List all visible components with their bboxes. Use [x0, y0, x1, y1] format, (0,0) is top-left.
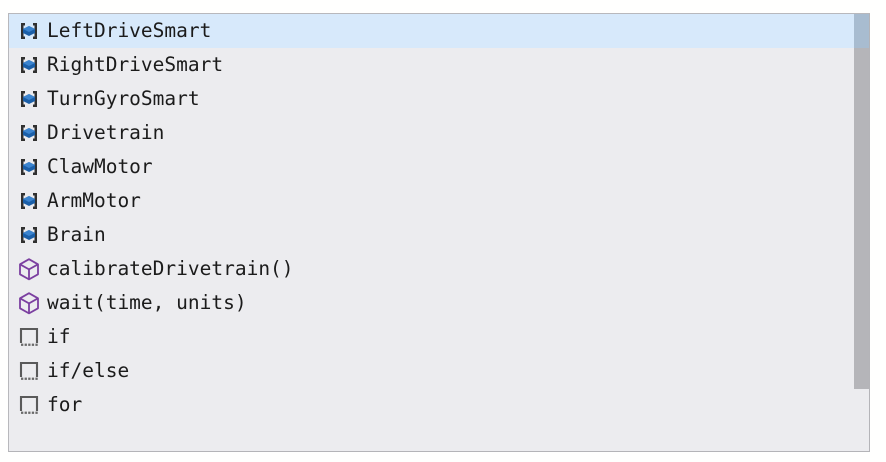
dotted-square-block-icon [16, 358, 42, 384]
dotted-square-block-icon [16, 392, 42, 418]
block-list-item-label: ClawMotor [47, 155, 153, 179]
block-list-item-label: for [47, 393, 83, 417]
block-list-item-label: wait(time, units) [47, 291, 247, 315]
bracketed-blue-cube-icon [16, 86, 42, 112]
block-list-item-label: if/else [47, 359, 130, 383]
purple-wireframe-cube-icon [16, 290, 42, 316]
block-list-item[interactable]: for [9, 388, 869, 422]
block-list-item[interactable]: RightDriveSmart [9, 48, 869, 82]
purple-wireframe-cube-icon [16, 256, 42, 282]
bracketed-blue-cube-icon [16, 52, 42, 78]
block-list-item-label: ArmMotor [47, 189, 141, 213]
block-list-item[interactable]: if [9, 320, 869, 354]
bracketed-blue-cube-icon [16, 154, 42, 180]
bracketed-blue-cube-icon [16, 222, 42, 248]
scrollbar-thumb-selected-tint [854, 14, 869, 48]
bracketed-blue-cube-icon [16, 120, 42, 146]
block-list-item[interactable]: if/else [9, 354, 869, 388]
block-list-item[interactable]: LeftDriveSmart [9, 14, 869, 48]
block-list-item[interactable]: ClawMotor [9, 150, 869, 184]
block-list-item[interactable]: calibrateDrivetrain() [9, 252, 869, 286]
block-list-item-label: Drivetrain [47, 121, 165, 145]
dotted-square-block-icon [16, 324, 42, 350]
block-list-item-label: LeftDriveSmart [47, 19, 212, 43]
block-list-item-label: calibrateDrivetrain() [47, 257, 294, 281]
block-list-item-label: Brain [47, 223, 106, 247]
block-list-item[interactable]: Drivetrain [9, 116, 869, 150]
block-list-item[interactable]: Brain [9, 218, 869, 252]
bracketed-blue-cube-icon [16, 18, 42, 44]
block-list-item-label: TurnGyroSmart [47, 87, 200, 111]
block-list-item[interactable]: wait(time, units) [9, 286, 869, 320]
bracketed-blue-cube-icon [16, 188, 42, 214]
vertical-scrollbar-thumb[interactable] [854, 14, 869, 389]
vertical-scrollbar-track[interactable] [854, 14, 869, 451]
block-list-item-label: if [47, 325, 71, 349]
block-list-item[interactable]: TurnGyroSmart [9, 82, 869, 116]
block-list-item-label: RightDriveSmart [47, 53, 224, 77]
block-list-item[interactable]: ArmMotor [9, 184, 869, 218]
